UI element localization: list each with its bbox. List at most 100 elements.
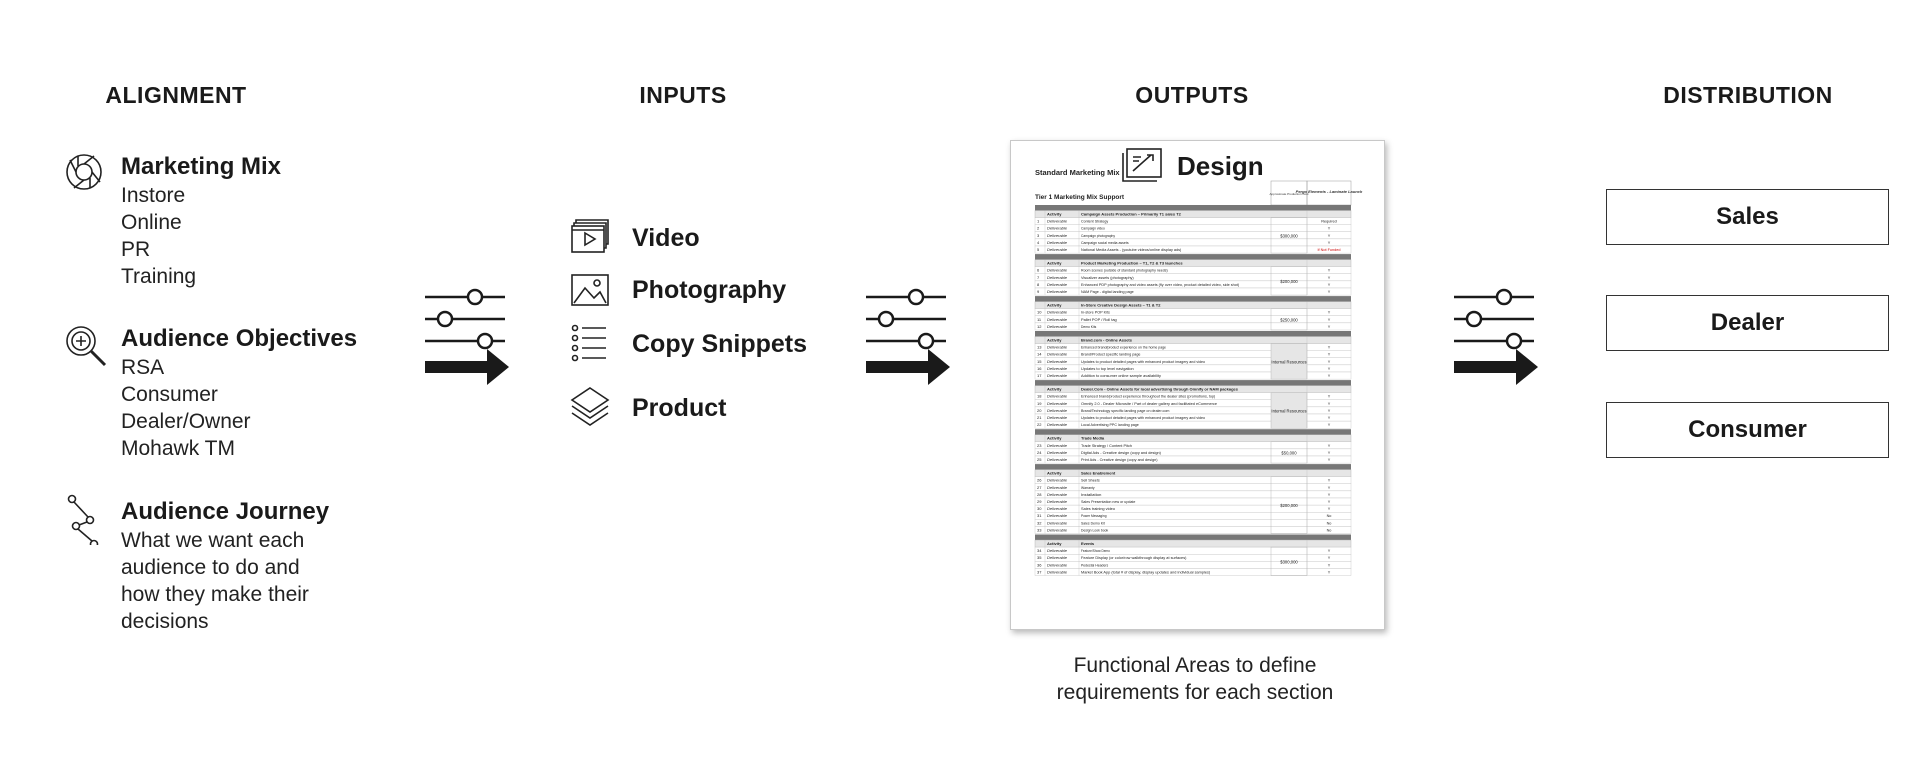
- document-row-value: Y: [1328, 360, 1331, 364]
- document-row-type: Deliverable: [1047, 268, 1068, 273]
- document-row-description: In-store POP Kits: [1081, 311, 1110, 315]
- document-budget-value: $300,000: [1280, 559, 1298, 564]
- document-activity-row: [1034, 336, 1352, 344]
- document-row-number: 37: [1037, 569, 1042, 574]
- group-line: Training: [121, 265, 197, 288]
- document-row-value: Y: [1328, 367, 1331, 371]
- document-row-number: 18: [1037, 394, 1042, 399]
- document-row-value: Y: [1328, 556, 1331, 560]
- document-row-number: 36: [1037, 562, 1042, 567]
- document-activity-label: Activity: [1047, 261, 1062, 266]
- document-row-number: 21: [1037, 415, 1042, 420]
- document-row-number: 8: [1037, 282, 1040, 287]
- flow-arrow-icon: [425, 288, 509, 385]
- document-row-description: Feature/Show Demo: [1081, 549, 1110, 553]
- document-row-description: Enhanced brand/product experience throug…: [1081, 395, 1215, 399]
- document-row-number: 5: [1037, 247, 1040, 252]
- document-row-type: Deliverable: [1047, 422, 1068, 427]
- document-row-value: Y: [1328, 409, 1331, 413]
- document-row-type: Deliverable: [1047, 527, 1068, 532]
- document-row-number: 16: [1037, 366, 1042, 371]
- document-section-bar: [1035, 254, 1351, 260]
- document-row-description: Content Strategy: [1081, 220, 1108, 224]
- document-brand-title: Design: [1177, 151, 1264, 181]
- document-row: [1034, 392, 1352, 400]
- document-row-value: No: [1327, 528, 1332, 532]
- document-row-value: Y: [1328, 479, 1331, 483]
- document-row-description: Power Messaging: [1081, 514, 1107, 518]
- document-row-description: Room scenes (outside of standard photogr…: [1081, 269, 1168, 273]
- input-label: Photography: [632, 275, 787, 304]
- document-row: [1034, 561, 1352, 569]
- document-row-description: Updates to product detailed pages with e…: [1081, 416, 1205, 420]
- document-section-title: Campaign Assets Production – Primarily T…: [1081, 212, 1182, 217]
- document-row: [1034, 504, 1352, 513]
- document-row: [1034, 343, 1352, 351]
- document-budget-cell: [1270, 392, 1308, 429]
- document-row-number: 4: [1037, 240, 1040, 245]
- document-row: [1034, 217, 1352, 225]
- document-row: [1034, 483, 1352, 492]
- distribution-box-dealer: Dealer: [1606, 295, 1889, 351]
- document-row-description: Sales Demo Kit: [1081, 521, 1105, 525]
- document-row-number: 31: [1037, 513, 1042, 518]
- group-line: RSA: [121, 356, 165, 379]
- document-row: [1034, 568, 1352, 576]
- document-activity-row: [1034, 259, 1352, 267]
- document-row-type: Deliverable: [1047, 450, 1068, 455]
- input-label: Copy Snippets: [632, 329, 808, 358]
- document-row: [1034, 287, 1352, 296]
- input-item-copy-snippets: Copy Snippets: [570, 324, 807, 364]
- group-line: how they make their: [121, 583, 309, 606]
- document-row-number: 7: [1037, 275, 1040, 280]
- group-line: audience to do and: [121, 556, 300, 579]
- document-row-type: Deliverable: [1047, 506, 1068, 511]
- document-row-type: Deliverable: [1047, 443, 1068, 448]
- document-budget-cell: [1270, 441, 1308, 464]
- group-heading: Audience Objectives: [121, 325, 358, 352]
- document-row: [1034, 413, 1352, 422]
- document-row-number: 17: [1037, 373, 1042, 378]
- document-row-description: Local Advertising PPC landing page: [1081, 423, 1139, 427]
- group-line: Instore: [121, 184, 186, 207]
- document-row-number: 3: [1037, 233, 1040, 238]
- document-activity-row: [1034, 301, 1352, 309]
- document-section-bar: [1035, 296, 1351, 302]
- document-row: [1034, 238, 1352, 247]
- document-row: [1034, 519, 1352, 527]
- document-row-type: Deliverable: [1047, 226, 1068, 231]
- document-header-left: Standard Marketing Mix: [1035, 168, 1120, 177]
- layers-icon: [570, 387, 610, 426]
- document-budget-value: Internal Resources: [1271, 408, 1306, 413]
- document-row-type: Deliverable: [1047, 233, 1068, 238]
- document-row-number: 14: [1037, 352, 1042, 357]
- document-budget-cell: [1270, 266, 1308, 296]
- document-row: [1034, 455, 1352, 464]
- document-row-type: Deliverable: [1047, 513, 1068, 518]
- document-activity-row: [1034, 434, 1352, 443]
- document-row: [1034, 441, 1352, 450]
- document-activity-row: [1034, 539, 1352, 548]
- document-row: [1034, 406, 1352, 415]
- document-row-description: Omnify 2.0 - Dealer Microsite / Part of …: [1081, 402, 1217, 406]
- document-row-value: Y: [1328, 402, 1331, 406]
- input-item-product: Product: [570, 387, 726, 428]
- document-row: [1034, 245, 1352, 254]
- document-activity-row: [1034, 210, 1352, 218]
- document-row-description: Updates to top level navigation: [1081, 367, 1134, 371]
- document-row-value: Y: [1328, 500, 1331, 504]
- document-row-type: Deliverable: [1047, 520, 1068, 525]
- photo-icon: [571, 274, 609, 306]
- document-row-value: Y: [1328, 444, 1331, 448]
- document-row-description: Print Ads - Creative design (copy and de…: [1081, 458, 1158, 462]
- document-row-value: Y: [1328, 325, 1331, 329]
- document-row-value: Y: [1328, 290, 1331, 294]
- document-row-type: Deliverable: [1047, 352, 1068, 357]
- document-row-description: Pallet POP / Roll tag: [1081, 318, 1117, 322]
- group-line: Online: [121, 211, 182, 234]
- document-row-type: Deliverable: [1047, 401, 1068, 406]
- document-section-bar: [1035, 534, 1351, 540]
- document-row: [1034, 399, 1352, 408]
- document-row-number: 9: [1037, 289, 1040, 294]
- document-row-number: 30: [1037, 506, 1042, 511]
